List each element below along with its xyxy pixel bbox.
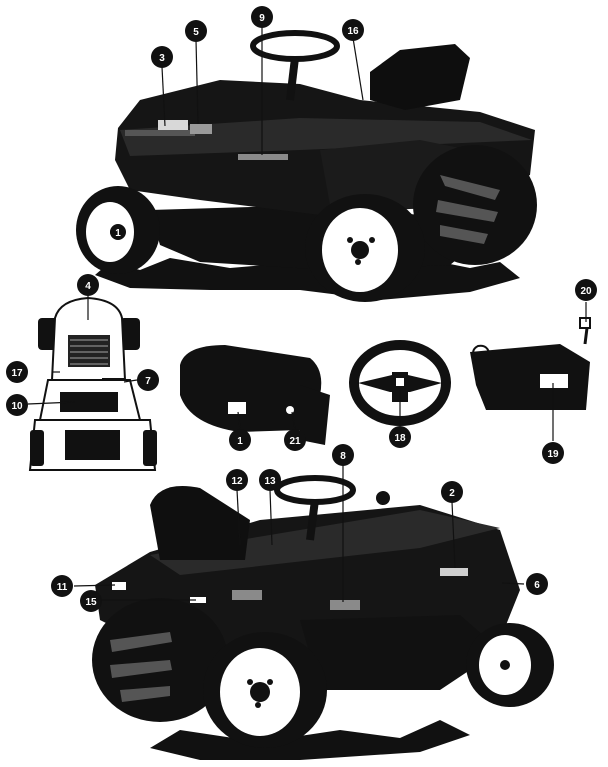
svg-text:4: 4 bbox=[85, 281, 91, 292]
callout-8: 8 bbox=[332, 444, 354, 466]
svg-text:20: 20 bbox=[580, 286, 592, 297]
callout-1: 1 bbox=[229, 429, 251, 451]
callout-6: 6 bbox=[526, 573, 548, 595]
svg-text:21: 21 bbox=[289, 436, 301, 447]
callout-9: 9 bbox=[251, 6, 273, 28]
svg-text:19: 19 bbox=[547, 449, 559, 460]
svg-text:12: 12 bbox=[231, 476, 243, 487]
svg-text:15: 15 bbox=[85, 597, 97, 608]
leader-lines bbox=[27, 22, 587, 602]
callout-17: 17 bbox=[6, 361, 28, 383]
svg-text:8: 8 bbox=[340, 451, 346, 462]
callout-20: 20 bbox=[575, 279, 597, 301]
callouts: 1 1 2 3 4 5 6 7 8 9 10 11 12 13 15 16 17… bbox=[6, 6, 597, 612]
callout-13: 13 bbox=[259, 469, 281, 491]
callout-4: 4 bbox=[77, 274, 99, 296]
callout-11: 11 bbox=[51, 575, 73, 597]
callout-19: 19 bbox=[542, 442, 564, 464]
svg-text:11: 11 bbox=[57, 582, 68, 593]
svg-text:18: 18 bbox=[394, 433, 406, 444]
svg-text:1: 1 bbox=[115, 228, 121, 239]
tractor-top-view bbox=[76, 30, 537, 302]
svg-text:13: 13 bbox=[264, 476, 276, 487]
seat-part bbox=[180, 345, 330, 445]
callout-16: 16 bbox=[342, 19, 364, 41]
callout-12: 12 bbox=[226, 469, 248, 491]
callout-3: 3 bbox=[151, 46, 173, 68]
tractor-front-view bbox=[28, 296, 157, 471]
svg-text:9: 9 bbox=[259, 13, 265, 24]
callout-1: 1 bbox=[110, 224, 126, 240]
svg-text:17: 17 bbox=[11, 368, 23, 379]
svg-text:3: 3 bbox=[159, 53, 165, 64]
callout-21: 21 bbox=[284, 429, 306, 451]
grille bbox=[68, 335, 110, 367]
svg-text:7: 7 bbox=[145, 376, 151, 387]
svg-text:5: 5 bbox=[193, 27, 199, 38]
svg-text:1: 1 bbox=[237, 436, 243, 447]
svg-text:6: 6 bbox=[534, 580, 540, 591]
callout-5: 5 bbox=[185, 20, 207, 42]
callout-10: 10 bbox=[6, 394, 28, 416]
panel-part bbox=[470, 317, 591, 410]
callout-2: 2 bbox=[441, 481, 463, 503]
svg-text:16: 16 bbox=[347, 26, 359, 37]
tractor-bottom-view bbox=[92, 475, 554, 760]
callout-18: 18 bbox=[389, 426, 411, 448]
callout-7: 7 bbox=[137, 369, 159, 391]
svg-text:10: 10 bbox=[11, 401, 23, 412]
svg-text:2: 2 bbox=[449, 488, 455, 499]
callout-15: 15 bbox=[80, 590, 102, 612]
